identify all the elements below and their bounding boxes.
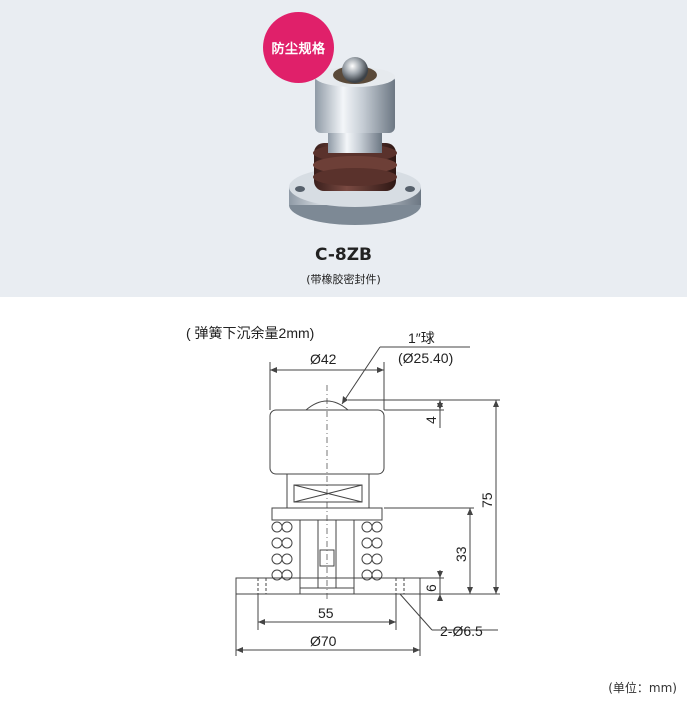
product-panel: 防尘规格: [0, 0, 687, 297]
dim-hole-pitch: 55: [318, 605, 334, 621]
technical-drawing: ( 弹簧下沉余量2mm) 1″球 (Ø25.40) Ø42 55 Ø70 2-Ø…: [186, 325, 500, 656]
dim-ball-protrusion: 4: [423, 416, 439, 424]
dim-flange-thickness: 6: [423, 584, 439, 592]
ball-diameter: (Ø25.40): [398, 350, 453, 366]
dustproof-badge: 防尘规格: [263, 12, 334, 83]
ball-label: 1″球: [408, 330, 435, 346]
unit-label: (单位：mm): [608, 681, 677, 695]
dim-top-width: Ø42: [310, 351, 337, 367]
dim-holes: 2-Ø6.5: [440, 623, 483, 639]
dim-total-height: 75: [479, 492, 495, 508]
dim-flange-diameter: Ø70: [310, 633, 337, 649]
product-model: C-8ZB: [314, 245, 373, 265]
product-subtitle: (带橡胶密封件): [306, 273, 381, 286]
dim-spring-height: 33: [453, 546, 469, 562]
product-photo: [289, 57, 421, 225]
spring-note: ( 弹簧下沉余量2mm): [186, 325, 314, 341]
